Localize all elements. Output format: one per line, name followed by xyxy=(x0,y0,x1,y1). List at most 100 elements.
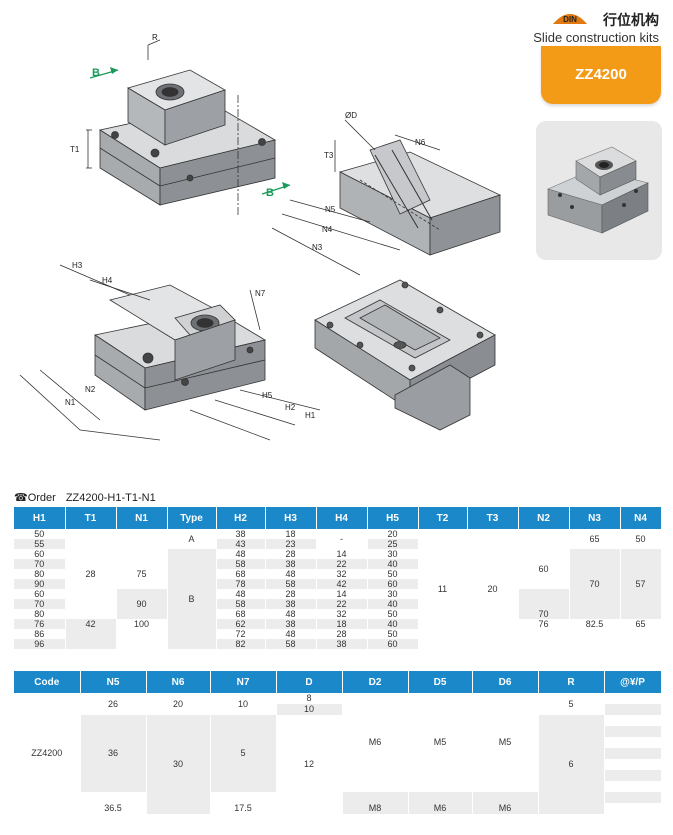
table-header-cell: D2 xyxy=(342,671,409,693)
table-cell: 11 xyxy=(418,529,468,649)
table-cell: 25 xyxy=(367,539,419,549)
table-cell: M5 xyxy=(472,693,539,792)
product-photo xyxy=(536,121,662,260)
table-cell: 28 xyxy=(65,529,117,619)
table-cell: 30 xyxy=(146,715,211,814)
table-cell: 17.5 xyxy=(210,792,277,814)
table-cell: 38 xyxy=(216,529,266,539)
order-code: ZZ4200-H1-T1-N1 xyxy=(65,492,156,504)
table-header-cell: D5 xyxy=(408,671,473,693)
table-row: 36.5 17.5 M8 M6 M6 xyxy=(14,792,662,814)
table-cell: 14 xyxy=(316,549,368,559)
table-header-cell: H5 xyxy=(367,507,419,529)
table-cell: 32 xyxy=(316,609,368,619)
label-t3: T3 xyxy=(324,151,334,160)
table-cell: 65 xyxy=(620,619,662,649)
table-header-cell: N3 xyxy=(569,507,621,529)
drawing-section xyxy=(261,119,502,276)
table-cell: 90 xyxy=(14,579,66,589)
table-cell: M8 xyxy=(342,792,409,814)
table-cell xyxy=(604,737,662,748)
table-cell: 60 xyxy=(518,549,570,589)
label-t1: T1 xyxy=(70,145,80,154)
table-cell: 86 xyxy=(14,629,66,639)
table-cell: 48 xyxy=(265,629,317,639)
label-h1: H1 xyxy=(305,411,316,420)
table-cell: 18 xyxy=(316,619,368,629)
table-cell: 55 xyxy=(14,539,66,549)
table-header-cell: T2 xyxy=(418,507,468,529)
table-cell: 60 xyxy=(14,549,66,559)
table-cell: 70 xyxy=(14,559,66,569)
table-cell xyxy=(518,529,570,549)
table-row: ZZ4200 26 20 10 8 M6 M5 M5 5 xyxy=(14,693,662,814)
table-cell: 40 xyxy=(367,559,419,569)
table-cell: B xyxy=(167,549,217,649)
table-header-cell: N6 xyxy=(146,671,211,693)
table-cell: 22 xyxy=(316,559,368,569)
table-cell: 42 xyxy=(65,619,117,649)
table-row: 10 xyxy=(14,704,662,715)
table-cell xyxy=(604,715,662,726)
table-cell: M6 xyxy=(472,792,539,814)
label-b2: B xyxy=(266,187,274,199)
table-cell: 38 xyxy=(265,559,317,569)
table-header-cell: R xyxy=(538,671,605,693)
label-n3: N3 xyxy=(312,243,323,252)
table-cell: 6 xyxy=(538,715,605,814)
table-cell: 58 xyxy=(216,559,266,569)
table-cell xyxy=(116,529,168,559)
table-cell: 8 xyxy=(276,693,343,704)
table-cell: M5 xyxy=(408,693,473,792)
label-h3: H3 xyxy=(72,261,83,270)
table-row xyxy=(14,737,662,748)
table-cell xyxy=(604,759,662,770)
table-cell: 100 xyxy=(116,619,168,649)
table-cell: 20 xyxy=(467,529,519,649)
drawing-assembly-top xyxy=(86,39,277,215)
table-cell: 28 xyxy=(316,629,368,639)
drawing-assembly-bottom xyxy=(19,264,321,441)
table-cell: 32 xyxy=(316,569,368,579)
table-header-cell: Code xyxy=(14,671,81,693)
table-cell: 23 xyxy=(265,539,317,549)
table-header-cell: H3 xyxy=(265,507,317,529)
table-cell: 82 xyxy=(216,639,266,649)
table-cell: 36.5 xyxy=(80,792,147,814)
table-cell: 70 xyxy=(518,589,570,619)
phone-icon: ☎ xyxy=(14,492,28,504)
table-header-cell: N7 xyxy=(210,671,277,693)
table-cell: 76 xyxy=(14,619,66,629)
table-cell: 62 xyxy=(216,619,266,629)
din-badge-icon: DIN xyxy=(553,14,587,24)
table-cell: 28 xyxy=(265,549,317,559)
table-header-cell: @¥/P xyxy=(604,671,662,693)
table-header-cell: T1 xyxy=(65,507,117,529)
label-n5: N5 xyxy=(325,205,336,214)
table-cell: 58 xyxy=(265,579,317,589)
table-cell xyxy=(604,781,662,792)
table-cell xyxy=(604,770,662,781)
table-cell xyxy=(604,704,662,715)
table-cell: 42 xyxy=(316,579,368,589)
table-cell: 50 xyxy=(14,529,66,539)
table-header-cell: N5 xyxy=(80,671,147,693)
table-cell: 20 xyxy=(367,529,419,539)
table-cell: - xyxy=(316,529,368,549)
table-cell: 82.5 xyxy=(569,619,621,649)
table-header-cell: N2 xyxy=(518,507,570,529)
label-n2: N2 xyxy=(85,385,96,394)
table-cell: 75 xyxy=(116,559,168,589)
